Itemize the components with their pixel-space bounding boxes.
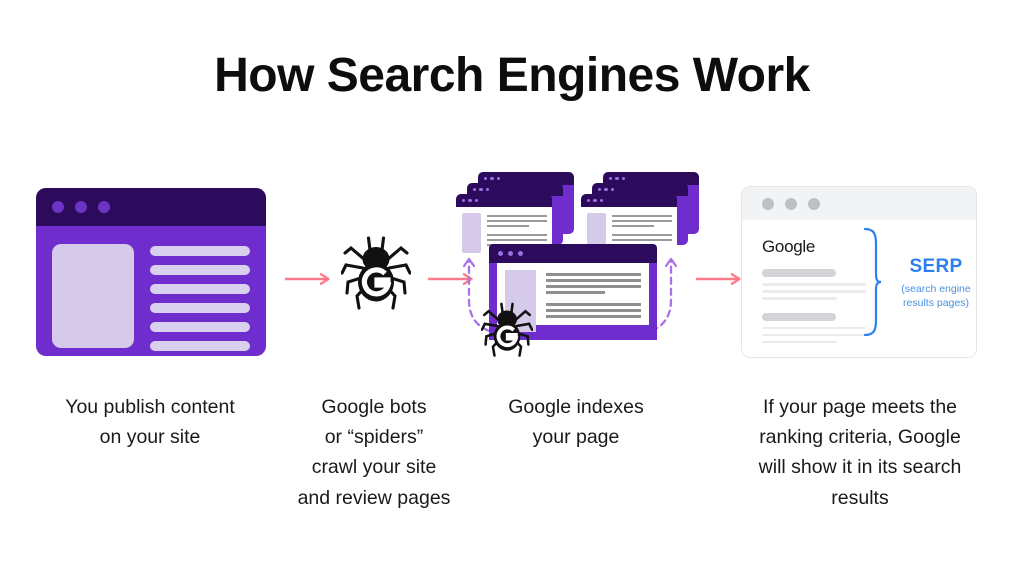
window-dot-icon (508, 251, 513, 256)
result-snippet-line (762, 326, 866, 329)
page-title: How Search Engines Work (214, 49, 810, 102)
result-title-bar (762, 312, 836, 321)
browser-title-bar (478, 172, 574, 185)
indexed-page-main-window (489, 244, 657, 340)
text-line (612, 238, 672, 242)
text-line (150, 303, 250, 313)
result-snippet-line (762, 297, 837, 300)
window-dot-icon (52, 201, 64, 213)
browser-title-bar (592, 183, 688, 196)
serp-content: Google (742, 220, 976, 357)
arrow-right-icon (428, 272, 478, 286)
search-result-item (762, 269, 866, 300)
window-dot-icon (593, 198, 597, 203)
result-snippet-line (762, 340, 837, 343)
result-snippet-line (762, 333, 866, 336)
window-dot-icon (498, 251, 503, 256)
text-line (546, 308, 641, 312)
text-line (546, 278, 641, 282)
window-dot-icon (485, 187, 490, 192)
content-image-placeholder (462, 213, 481, 253)
window-dot-icon (762, 197, 774, 210)
browser-title-bar (581, 194, 677, 207)
google-spider-icon (340, 230, 412, 319)
window-dot-icon (496, 176, 501, 181)
browser-title-bar (742, 187, 976, 220)
text-line (487, 224, 529, 228)
result-snippet-line (762, 290, 866, 293)
text-line (546, 284, 641, 288)
result-title-bar (762, 269, 836, 277)
browser-title-bar (456, 194, 552, 207)
window-dot-icon (468, 198, 472, 203)
publish-browser-window (36, 188, 266, 356)
text-line (546, 314, 641, 318)
window-dot-icon (479, 187, 483, 192)
text-line (150, 341, 250, 351)
arrow-right-icon (696, 272, 746, 286)
text-line (546, 290, 605, 294)
text-line (150, 246, 250, 256)
window-dot-icon (75, 201, 87, 213)
browser-title-bar (603, 172, 699, 185)
illustration-stage: Google (0, 160, 1024, 380)
text-line (546, 273, 641, 276)
text-line (612, 219, 672, 223)
caption-publish: You publish content on your site (65, 396, 235, 449)
window-dot-icon (599, 198, 604, 203)
content-text-lines (546, 270, 641, 325)
serp-expansion: (search engine results pages) (901, 283, 971, 310)
window-dot-icon (518, 251, 523, 256)
serp-annotation: SERP (search engine results pages) (863, 220, 976, 357)
window-dot-icon (587, 198, 591, 203)
window-dot-icon (484, 176, 488, 181)
text-line (612, 233, 672, 237)
text-line (150, 284, 250, 294)
arrow-right-icon (285, 272, 335, 286)
text-line (150, 322, 250, 332)
caption-index: Google indexes your page (508, 396, 644, 449)
text-line (150, 265, 250, 275)
text-line (546, 302, 641, 306)
text-line (487, 238, 547, 242)
window-dot-icon (604, 187, 608, 192)
window-dot-icon (609, 176, 613, 181)
content-image-placeholder (52, 244, 134, 348)
search-result-item (762, 312, 866, 343)
content-image-placeholder (587, 213, 606, 253)
browser-title-bar (467, 183, 563, 196)
browser-title-bar (36, 188, 266, 226)
serp-panel: Google (741, 186, 977, 358)
window-dot-icon (98, 201, 110, 213)
serp-acronym: SERP (909, 256, 963, 277)
caption-crawl: Google bots or “spiders” crawl your site… (297, 396, 451, 509)
browser-content (36, 226, 266, 351)
window-dot-icon (598, 187, 602, 192)
window-dot-icon (808, 197, 820, 210)
text-line (612, 224, 654, 228)
google-spider-icon (480, 298, 534, 365)
text-line (487, 219, 547, 223)
text-line (487, 215, 547, 218)
window-dot-icon (615, 176, 619, 181)
result-snippet-line (762, 283, 866, 286)
google-wordmark: Google (762, 237, 816, 256)
content-text-lines (150, 244, 250, 351)
serp-label-group: SERP (search engine results pages) (888, 256, 976, 310)
serp-results-column: Google (742, 220, 866, 357)
browser-title-bar (489, 244, 657, 263)
window-dot-icon (474, 198, 479, 203)
curly-brace-icon (862, 226, 884, 343)
window-dot-icon (610, 187, 615, 192)
window-dot-icon (462, 198, 466, 203)
text-line (487, 233, 547, 237)
window-dot-icon (621, 176, 626, 181)
text-line (612, 215, 672, 218)
caption-rank: If your page meets the ranking criteria,… (758, 396, 962, 509)
window-dot-icon (473, 187, 477, 192)
window-dot-icon (785, 197, 797, 210)
window-dot-icon (490, 176, 494, 181)
